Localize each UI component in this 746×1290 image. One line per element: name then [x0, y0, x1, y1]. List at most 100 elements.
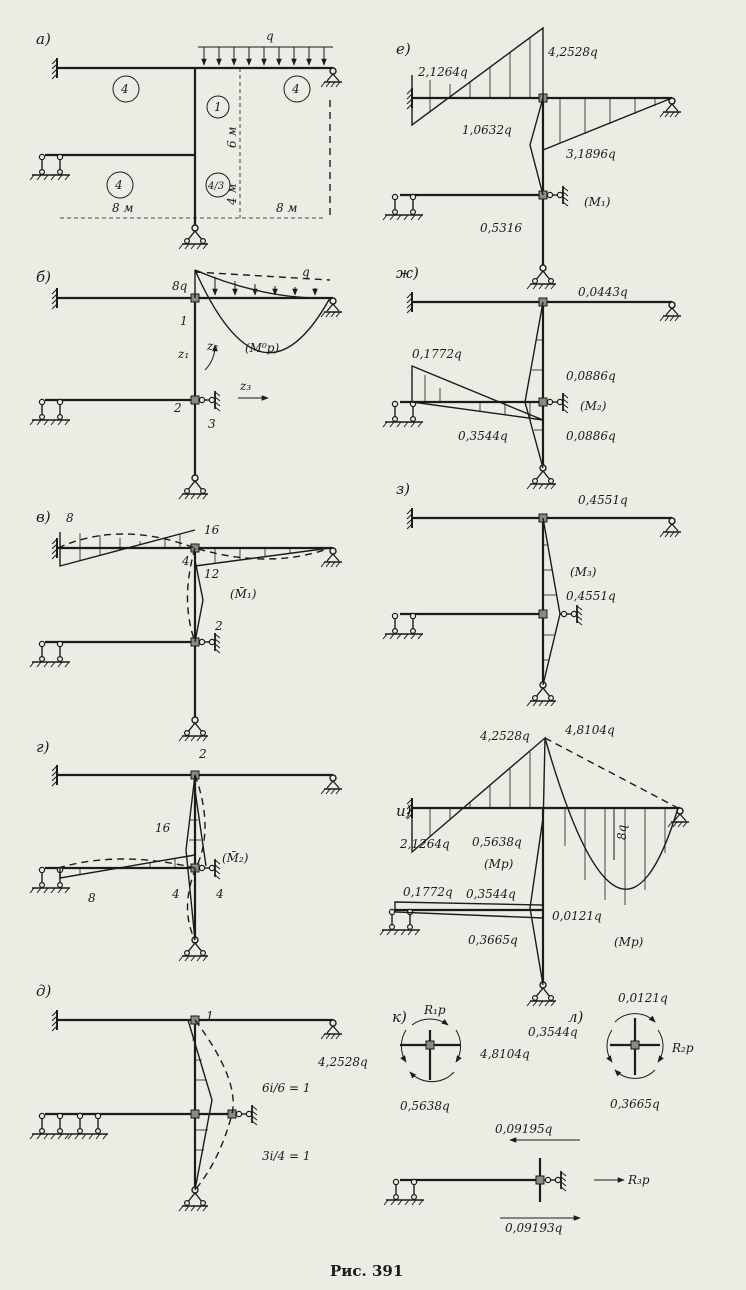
panel-k: к) R₁p 4,8104q 0,5638q [392, 1003, 530, 1113]
moment-parabola [544, 737, 679, 890]
hatching [79, 533, 291, 563]
rigid-node [535, 1175, 545, 1185]
rigid-node [425, 1040, 435, 1050]
value-16: 16 [155, 821, 171, 835]
value-zh5: 0,0886q [566, 429, 616, 443]
value-i6: 0,1772q [403, 885, 453, 899]
roller-support-top-right [320, 67, 343, 88]
value-4: 4 [181, 554, 190, 568]
z2-label: z₂ [206, 339, 218, 353]
value-e4: 3,1896q [566, 147, 616, 161]
stiffness-circle [112, 75, 140, 103]
figure-caption: Рис. 391 [330, 1262, 403, 1280]
value-zh4: 0,3544q [458, 429, 508, 443]
value-k2: 0,5638q [400, 1099, 450, 1113]
panel-d: д) 1 4,2528q 6i/6 = 1 3i/4 = 1 [29, 982, 368, 1212]
moment-arc [409, 1071, 455, 1083]
value-l1: 0,0121q [618, 991, 668, 1005]
value-2: 2 [214, 619, 223, 633]
stiffness-circle [283, 75, 311, 103]
pin-support [526, 981, 557, 1007]
deflected-column [186, 774, 206, 941]
reaction-r3: R₃p [627, 1173, 650, 1187]
link-support [559, 604, 583, 626]
fixed-support [51, 764, 58, 787]
moment-diagram-left [411, 736, 546, 854]
link-support [234, 1104, 258, 1126]
diagram-label-g: (M̄₂) [222, 850, 249, 865]
dim-upper: 6 м [225, 127, 239, 148]
moment-arc-bottom [614, 1069, 656, 1079]
fixed-support [406, 87, 413, 110]
panel-label-v: в) [36, 508, 51, 526]
pin-support-bottom [178, 224, 209, 250]
deflected-shape [57, 533, 331, 560]
node-1-label: 1 [180, 314, 188, 328]
panel-v: в) 8 16 4 12 2 ( [29, 508, 343, 742]
value-1: 1 [206, 1009, 214, 1023]
double-link-support [29, 640, 71, 668]
value-zh3: 0,0886q [566, 369, 616, 383]
stiffness-top-left: 4 [120, 82, 129, 96]
panel-label-b: б) [36, 268, 51, 286]
roller-support [659, 301, 682, 322]
column-diagram [194, 559, 204, 643]
load-arrows [212, 277, 318, 296]
panel-zh: ж) 0,0443q 0,1772q 0,0886q 0,3544q 0,088… [382, 264, 682, 490]
double-link-support [29, 866, 71, 894]
pin-support [178, 1186, 209, 1212]
fixed-support [51, 1009, 58, 1032]
value-e5: 0,5316 [480, 221, 522, 235]
dashed-load-line [194, 271, 331, 281]
hatching [543, 544, 556, 661]
stiffness-circle [106, 171, 134, 199]
panel-label-d: д) [36, 982, 52, 1000]
value-i7: 0,3544q [466, 887, 516, 901]
column-diagram [529, 817, 544, 986]
panel-label-l: л) [568, 1008, 584, 1026]
diagram-label-i-b: (Mp) [614, 935, 644, 949]
roller-support [320, 1019, 343, 1040]
link-support [545, 392, 569, 414]
column-diagram [529, 97, 544, 196]
hatching [429, 752, 666, 905]
z3-label: z₃ [239, 379, 251, 393]
reaction-r2: R₂p [671, 1041, 694, 1055]
diagram-label-zh: (M₂) [580, 399, 607, 413]
panel-label-a: а) [36, 30, 51, 48]
hatching [192, 1039, 208, 1151]
value-l3: 0,3665q [610, 1097, 660, 1111]
column-diagram [542, 517, 561, 686]
double-link-support [383, 1178, 425, 1206]
panel-label-z: з) [396, 480, 410, 498]
value-i3: 2,1264q [399, 837, 450, 851]
load-arrows [201, 47, 327, 66]
value-8: 8 [88, 891, 96, 905]
panel-g: г) 2 16 8 4 4 (M̄₂) [29, 738, 343, 962]
link-support [197, 632, 221, 654]
value-m1: 0,09195q [495, 1122, 553, 1136]
reaction-arc [411, 1018, 449, 1026]
value-z1: 0,4551q [578, 493, 628, 507]
pin-support [526, 464, 557, 490]
fixed-support-top-left [51, 57, 58, 80]
double-link-support [382, 612, 424, 640]
value-z2: 0,4551q [566, 589, 616, 603]
value-zh1: 0,0443q [578, 285, 628, 299]
z1-label: z₁ [177, 347, 189, 361]
value-k1: 4,8104q [479, 1047, 530, 1061]
double-link-support [29, 153, 71, 181]
pin-support [178, 474, 209, 500]
pin-support [178, 716, 209, 742]
panel-label-i: и) [396, 802, 412, 820]
diagram-label-v: (M̄₁) [230, 586, 257, 601]
dim-lower: 4 м [225, 184, 239, 206]
fixed-support [406, 507, 413, 530]
moment-arc-right [657, 1029, 664, 1063]
panel-label-e: е) [396, 40, 411, 58]
unit-diagram-right [194, 547, 331, 567]
ratio-bottom: 3i/4 = 1 [262, 1149, 310, 1163]
stiffness-column-lower: 4/3 [207, 181, 224, 192]
double-link-support [382, 400, 424, 428]
